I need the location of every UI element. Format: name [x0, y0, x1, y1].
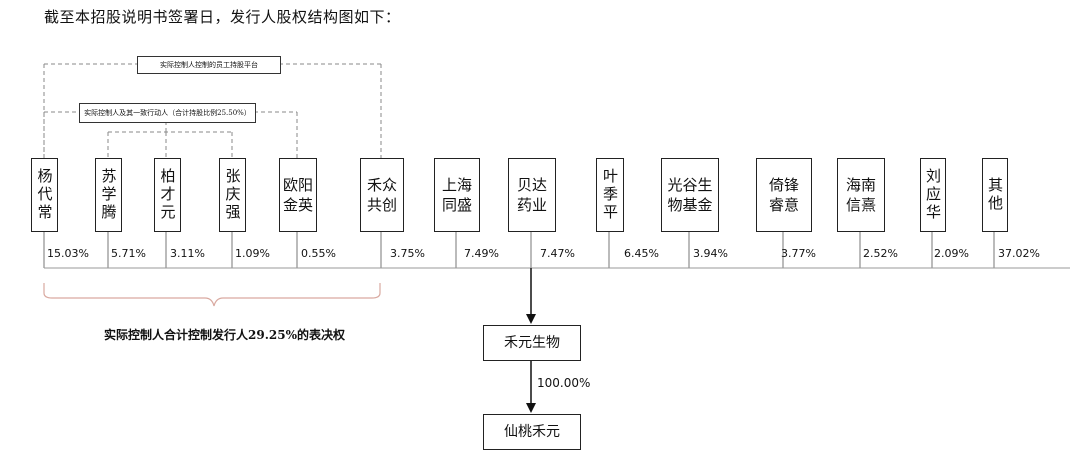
holder-name: 张庆强 [223, 168, 242, 222]
holder-pct: 3.75% [390, 247, 425, 260]
holder-name: 苏学腾 [99, 168, 118, 222]
holder-pct: 7.49% [464, 247, 499, 260]
holder-box: 柏才元 [154, 158, 181, 232]
holder-box: 禾众共创 [360, 158, 404, 232]
holder-name: 海南信熹 [845, 176, 876, 214]
holder-pct: 7.47% [540, 247, 575, 260]
holder-name: 光谷生物基金 [667, 176, 713, 214]
brace-label: 实际控制人合计控制发行人29.25%的表决权 [104, 328, 345, 342]
holder-name: 上海同盛 [441, 176, 472, 214]
holder-pct: 6.45% [624, 247, 659, 260]
holder-name: 刘应华 [924, 168, 942, 222]
holder-box: 上海同盛 [434, 158, 480, 232]
holder-box: 海南信熹 [837, 158, 885, 232]
intro-text: 截至本招股说明书签署日，发行人股权结构图如下： [44, 8, 401, 26]
subsidiary-pct: 100.00% [537, 376, 591, 390]
holder-box: 光谷生物基金 [661, 158, 719, 232]
holder-box: 其他 [982, 158, 1008, 232]
holder-pct: 5.71% [111, 247, 146, 260]
holder-name: 柏才元 [158, 168, 177, 222]
holder-box: 欧阳金英 [279, 158, 317, 232]
holder-name: 倚锋睿意 [768, 176, 799, 214]
holder-box: 贝达药业 [508, 158, 556, 232]
holder-name: 杨代常 [35, 168, 54, 222]
holder-pct: 3.11% [170, 247, 205, 260]
platform-box: 实际控制人控制的员工持股平台 [137, 56, 281, 74]
holder-box: 张庆强 [219, 158, 246, 232]
holder-pct: 2.52% [863, 247, 898, 260]
holder-name: 禾众共创 [366, 176, 397, 214]
holder-name: 贝达药业 [516, 176, 547, 214]
subsidiary-box: 仙桃禾元 [483, 414, 581, 450]
holder-box: 苏学腾 [95, 158, 122, 232]
holder-pct: 0.55% [301, 247, 336, 260]
holder-pct: 3.94% [693, 247, 728, 260]
holder-box: 倚锋睿意 [756, 158, 812, 232]
holder-name: 其他 [986, 177, 1004, 213]
holder-pct: 15.03% [47, 247, 89, 260]
holder-name: 欧阳金英 [282, 176, 313, 214]
holder-box: 杨代常 [31, 158, 58, 232]
holder-pct: 1.09% [235, 247, 270, 260]
holder-name: 叶季平 [601, 168, 619, 222]
group-box: 实际控制人及其一致行动人（合计持股比例25.50%） [79, 103, 256, 123]
holder-pct: 37.02% [998, 247, 1040, 260]
holder-box: 叶季平 [596, 158, 624, 232]
holder-pct: 3.77% [781, 247, 816, 260]
holder-pct: 2.09% [934, 247, 969, 260]
issuer-box: 禾元生物 [483, 325, 581, 361]
holder-box: 刘应华 [920, 158, 946, 232]
